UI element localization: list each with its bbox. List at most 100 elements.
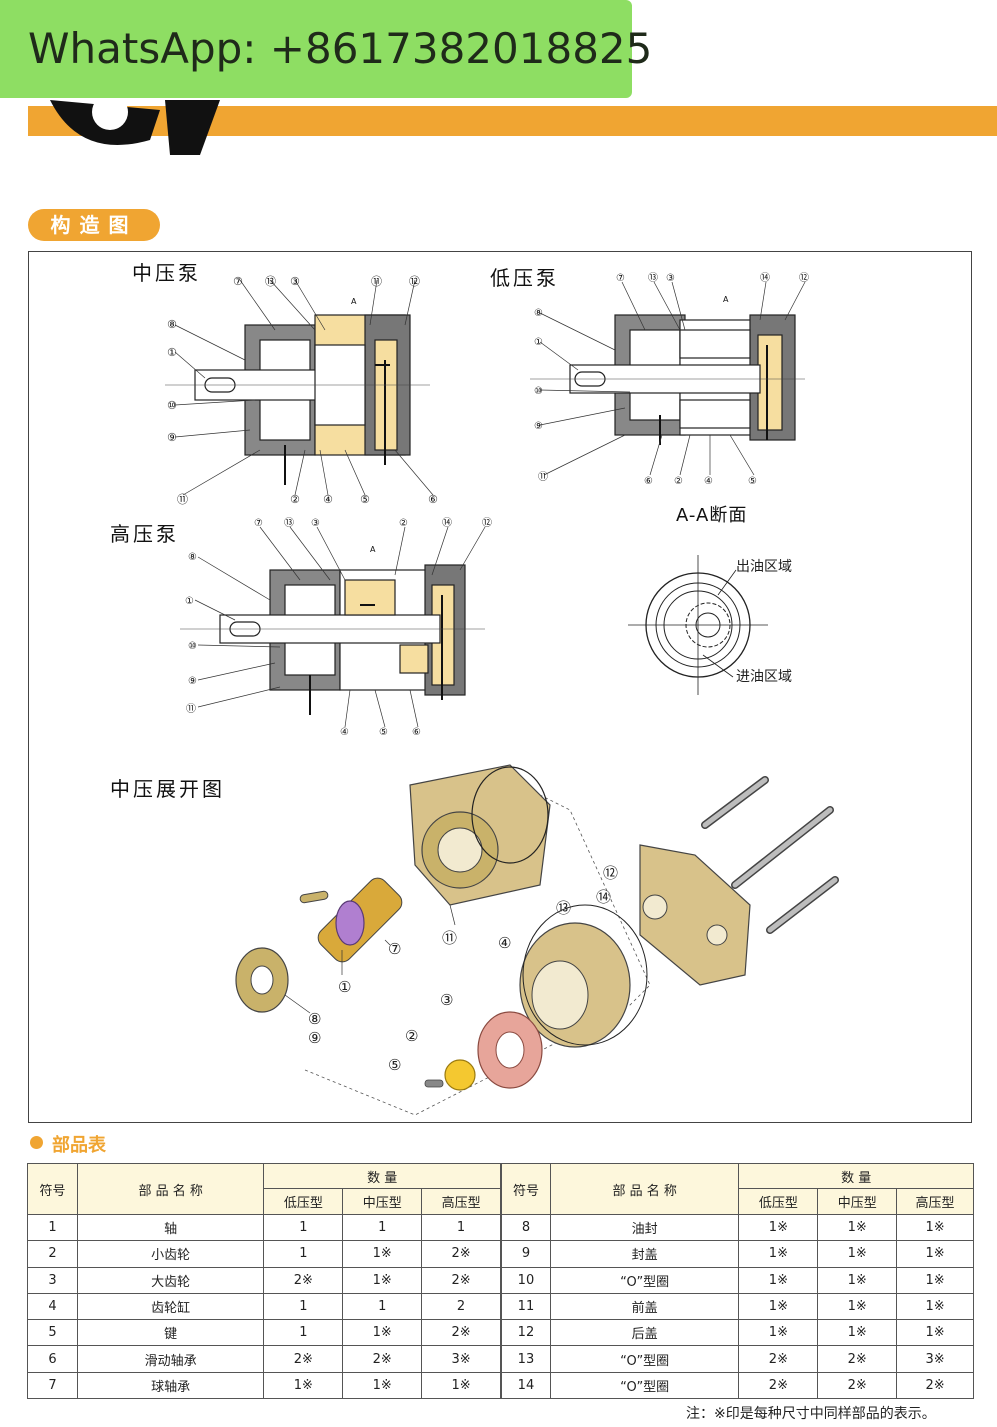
- high-callout-label: ⑭: [442, 517, 452, 529]
- medium-callout-label: ④: [323, 493, 333, 506]
- cell-name: 齿轮缸: [76, 1292, 265, 1321]
- high-callout-label: ①: [185, 596, 194, 607]
- high-callout-label: ②: [399, 518, 408, 529]
- exploded-callout-label: ③: [440, 991, 453, 1009]
- cell-low: 2※: [263, 1345, 344, 1373]
- cell-low: 2※: [738, 1345, 819, 1373]
- cell-name: 轴: [76, 1213, 265, 1242]
- high-callout-label: ⑥: [412, 727, 421, 738]
- cell-high: 1※: [896, 1319, 974, 1347]
- cell-high: 3※: [421, 1345, 501, 1373]
- header-name: 部 品 名 称: [76, 1163, 265, 1215]
- high-callout-label: ⑨: [188, 676, 197, 687]
- cell-no: 3: [27, 1266, 78, 1294]
- cell-mid: 2※: [817, 1371, 898, 1400]
- header-qty: 数 量: [738, 1163, 974, 1189]
- cell-low: 2※: [263, 1266, 344, 1294]
- cell-low: 1※: [263, 1371, 344, 1400]
- high-callout-label: ⑬: [284, 517, 294, 529]
- cell-no: 7: [27, 1371, 78, 1400]
- header-qty: 数 量: [263, 1163, 501, 1189]
- cell-mid: 1: [342, 1292, 423, 1321]
- high-pump-cross-section: ⑦ ⑬ ③ ② ⑭ ⑫ ⑧ ① ⑩ ⑨ ⑪ ④ ⑤ ⑥ A: [180, 517, 492, 738]
- high-callout-label: ⑦: [254, 518, 263, 529]
- exploded-callout-label: ⑧: [308, 1010, 321, 1028]
- cell-low: 1: [263, 1213, 344, 1242]
- medium-callout-label: ⑪: [177, 493, 188, 506]
- cell-low: 1※: [738, 1292, 819, 1321]
- cell-low: 1※: [738, 1319, 819, 1347]
- high-callout-label: ⑩: [188, 641, 197, 652]
- high-section-marker: A: [370, 545, 376, 554]
- cell-name: “O”型圈: [549, 1345, 740, 1373]
- low-pump-title: 低压泵: [490, 266, 559, 290]
- low-callout-label: ⑦: [616, 273, 625, 284]
- header-no: 符号: [501, 1163, 551, 1215]
- cell-mid: 2※: [817, 1345, 898, 1373]
- cell-high: 3※: [896, 1345, 974, 1373]
- exploded-callout-label: ⑦: [388, 940, 401, 958]
- high-pump-title: 高压泵: [110, 522, 179, 546]
- cell-name: “O”型圈: [549, 1266, 740, 1294]
- outlet-region-label: 出油区域: [736, 559, 792, 575]
- exploded-callout-label: ⑫: [603, 864, 618, 882]
- exploded-callout-label: ①: [338, 978, 351, 996]
- low-callout-label: ⑭: [760, 272, 770, 284]
- cell-mid: 1※: [817, 1292, 898, 1321]
- cell-low: 1: [263, 1240, 344, 1268]
- cell-high: 2※: [896, 1371, 974, 1400]
- contact-banner: WhatsApp: +8617382018825: [0, 0, 652, 98]
- cell-name: 球轴承: [76, 1371, 265, 1400]
- parts-table-footnote: 注：※印是每种尺寸中同样部品的表示。: [686, 1406, 936, 1422]
- cell-no: 2: [27, 1240, 78, 1268]
- low-callout-label: ④: [704, 476, 713, 487]
- cell-name: “O”型圈: [549, 1371, 740, 1400]
- high-callout-label: ⑫: [482, 517, 492, 529]
- header-mid: 中压型: [817, 1188, 898, 1215]
- cell-no: 6: [27, 1345, 78, 1373]
- header-low: 低压型: [263, 1188, 344, 1215]
- cell-no: 11: [501, 1292, 551, 1321]
- high-callout-label: ⑧: [188, 552, 197, 563]
- cell-high: 1※: [896, 1266, 974, 1294]
- cell-mid: 1※: [342, 1266, 423, 1294]
- parts-table-heading: 部品表: [52, 1135, 106, 1156]
- cell-no: 10: [501, 1266, 551, 1294]
- cell-no: 5: [27, 1319, 78, 1347]
- cell-mid: 1※: [342, 1319, 423, 1347]
- cell-mid: 1※: [342, 1371, 423, 1400]
- medium-callout-label: ⑫: [409, 275, 420, 288]
- inlet-region-label: 进油区域: [736, 669, 792, 685]
- medium-callout-label: ⑥: [428, 493, 438, 506]
- cell-mid: 1※: [817, 1240, 898, 1268]
- exploded-view-diagram: ⑫ ⑭ ⑬ ⑪ ④ ⑦ ① ⑧ ⑨ ③ ② ⑤: [235, 764, 839, 1116]
- cell-name: 大齿轮: [76, 1266, 265, 1294]
- cell-high: 1※: [896, 1213, 974, 1242]
- cell-mid: 1※: [817, 1319, 898, 1347]
- low-callout-label: ⑨: [534, 421, 543, 432]
- cell-name: 后盖: [549, 1319, 740, 1347]
- section-view-title: A-A断面: [676, 505, 748, 526]
- cell-mid: 1※: [342, 1240, 423, 1268]
- cell-high: 1※: [896, 1292, 974, 1321]
- high-callout-label: ⑤: [379, 727, 388, 738]
- cell-no: 9: [501, 1240, 551, 1268]
- cell-no: 8: [501, 1213, 551, 1242]
- low-callout-label: ⑪: [538, 471, 548, 483]
- high-callout-label: ③: [311, 518, 320, 529]
- exploded-callout-label: ②: [405, 1027, 418, 1045]
- cell-high: 2※: [421, 1266, 501, 1294]
- cell-mid: 1※: [817, 1266, 898, 1294]
- cell-high: 1※: [421, 1371, 501, 1400]
- cell-low: 1※: [738, 1240, 819, 1268]
- header-high: 高压型: [421, 1188, 501, 1215]
